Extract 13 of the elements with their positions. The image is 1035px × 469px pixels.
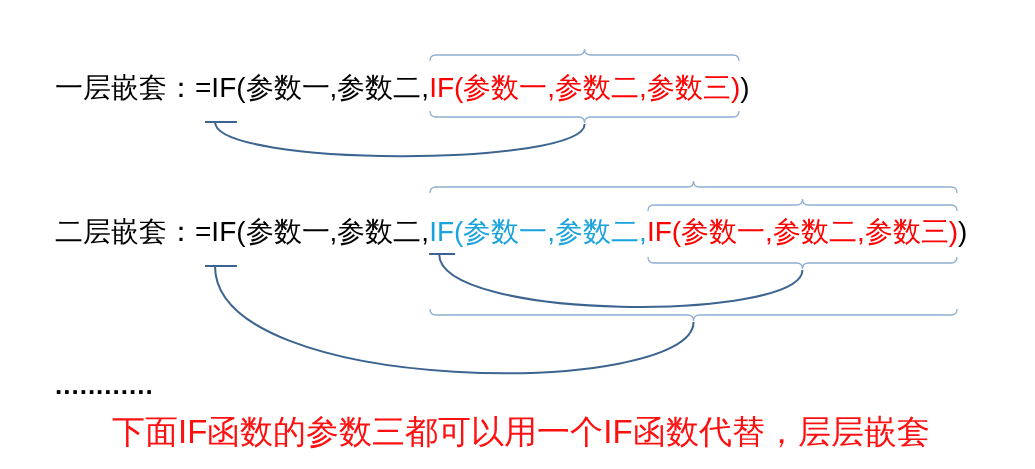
braced-formula: IF(参数一,参数二,参数三) [646,198,958,270]
ellipsis-text: ............ [55,370,154,401]
formula-text: 二层嵌套：=IF(参数一,参数二, [55,188,430,266]
connector-curve [204,121,586,158]
closing-parenthesis: ) [958,215,968,249]
formula-text: 一层嵌套：=IF(参数一,参数二, [55,48,430,122]
connector-curve [428,253,804,308]
connector-curve [204,265,695,375]
closing-parenthesis: ) [740,71,750,105]
braced-formula: IF(参数一,参数二,参数三) [429,48,741,124]
note-text: 下面IF函数的参数三都可以用一个IF函数代替，层层嵌套 [112,412,930,452]
formula-text: IF(参数一,参数二, [429,215,647,249]
braced-formula [429,180,958,322]
